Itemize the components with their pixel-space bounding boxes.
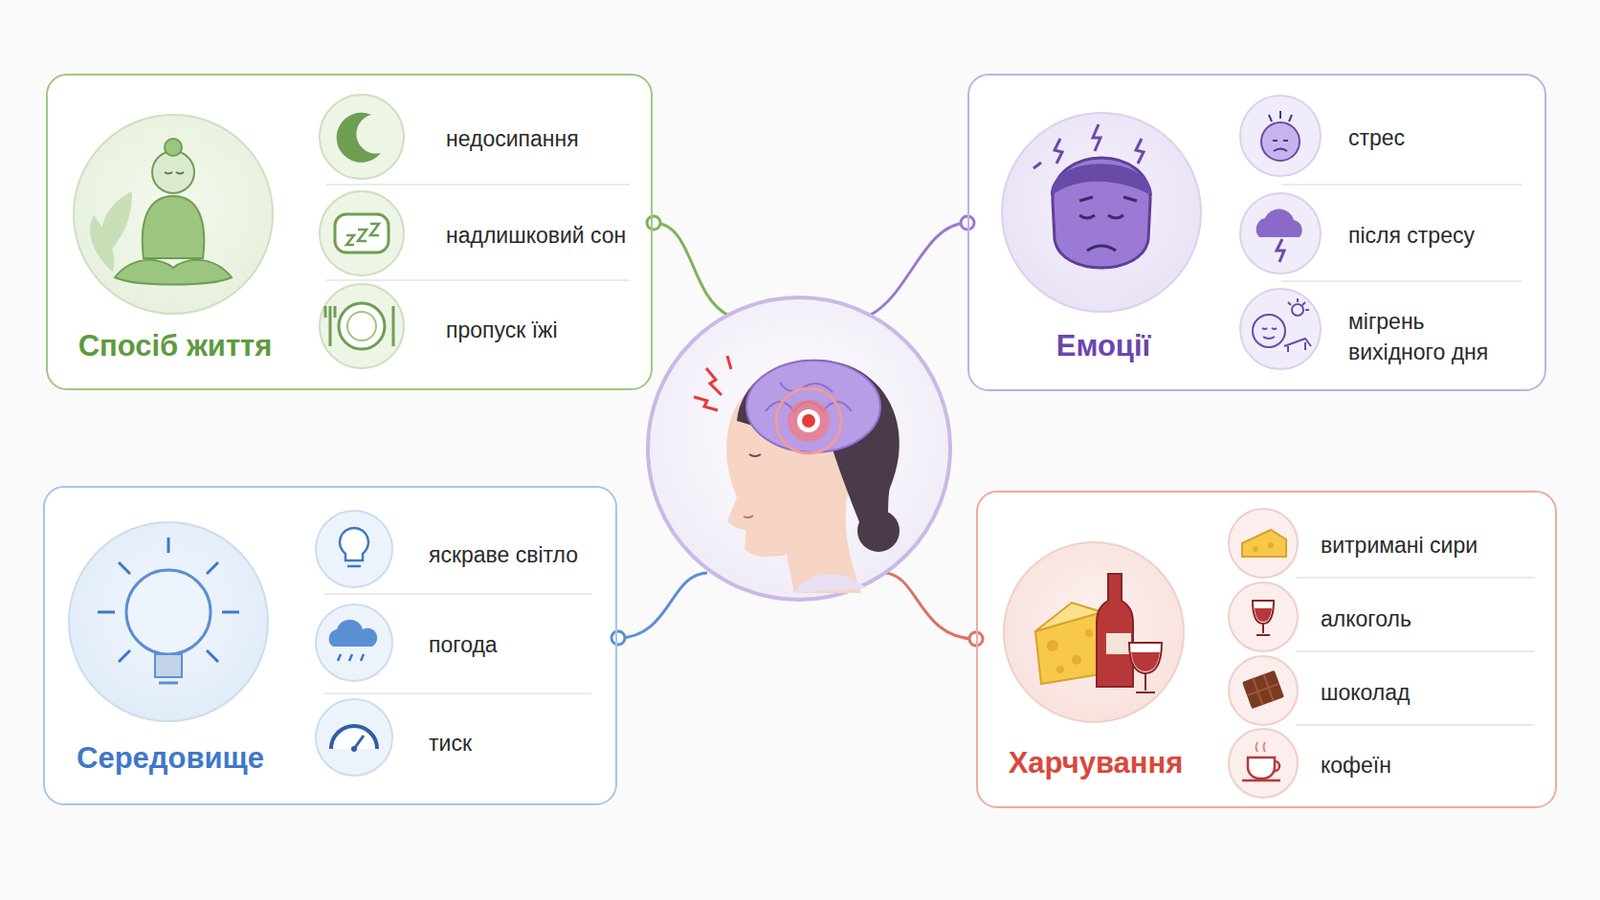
trigger-label: алкоголь (1320, 603, 1412, 635)
trigger-label: стрес (1348, 122, 1405, 154)
trigger-label: погода (428, 629, 498, 661)
category-panel: Спосіб життя недосипання надлишковий сон пр… (45, 73, 653, 391)
trigger-label: витримані сири (1320, 530, 1478, 561)
trigger-label: мігрень вихідного дня (1348, 306, 1512, 368)
trigger-label: після стресу (1348, 220, 1475, 251)
category-panel: Харчування витримані сири алкоголь шоколад к… (976, 490, 1557, 809)
category-heading: Спосіб життя (78, 329, 273, 364)
trigger-label: надлишковий сон (445, 220, 626, 251)
category-panel: Емоції стрес після стресу мігрень вихідного… (967, 73, 1547, 392)
trigger-label: яскраве світло (428, 539, 578, 571)
trigger-label: шоколад (1320, 677, 1410, 709)
category-heading: Харчування (1008, 746, 1184, 781)
trigger-label: пропуск їжі (445, 314, 558, 346)
trigger-label: недосипання (445, 123, 579, 155)
trigger-label: тиск (428, 728, 472, 759)
category-heading: Середовище (76, 741, 265, 777)
trigger-label: кофеїн (1320, 750, 1392, 781)
category-heading: Емоції (1056, 329, 1152, 364)
category-panel: Середовище яскраве світло погода тиск (43, 486, 618, 806)
